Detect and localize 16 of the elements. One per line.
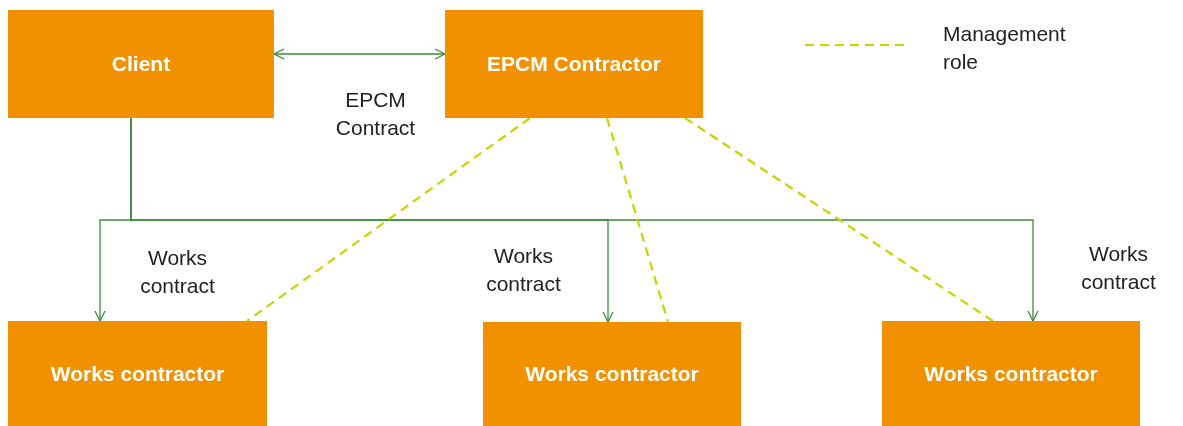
process-box [8, 10, 274, 118]
connector-line [684, 117, 994, 322]
box-label: Client [111, 52, 171, 76]
box-label: EPCM Contractor [487, 52, 661, 76]
connector-line [605, 117, 670, 323]
box-label: Works contractor [525, 362, 699, 386]
process-box [483, 322, 741, 426]
box-label: Works contractor [924, 361, 1098, 386]
arrow [273, 48, 446, 60]
process-box [445, 10, 703, 118]
connector-line [246, 117, 531, 322]
arrow [130, 117, 1039, 322]
box-label: Works contractor [50, 361, 225, 386]
process-box [8, 321, 267, 426]
process-box [882, 321, 1140, 426]
legend-label: Management role [943, 21, 1067, 75]
